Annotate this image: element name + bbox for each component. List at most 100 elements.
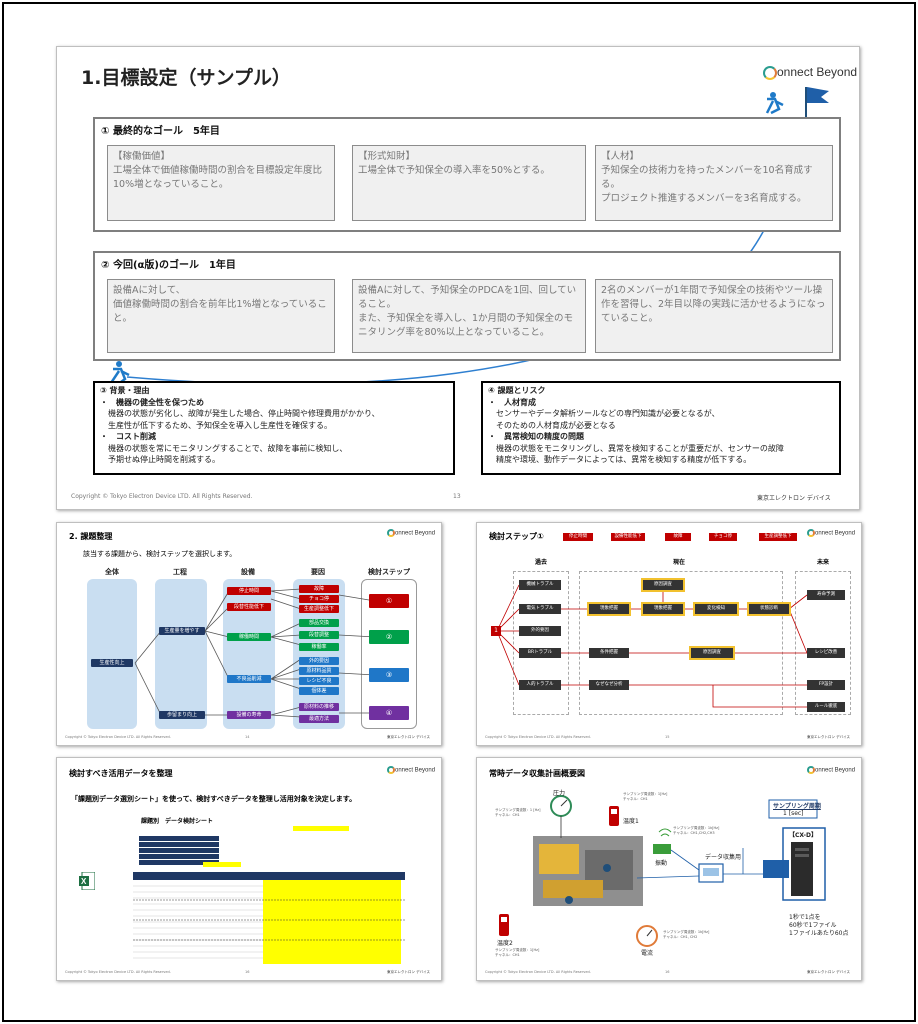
future-node: FP設計 — [807, 680, 845, 690]
page-number: 15 — [665, 735, 670, 739]
spec-text: チャネル：CH1 — [495, 953, 520, 957]
present-node: 条件把握 — [589, 648, 629, 658]
section-present: 現在 — [673, 559, 686, 566]
svg-text:X: X — [81, 877, 87, 886]
node-factor: チョコ停 — [299, 595, 339, 603]
slide-data-organization: 検討すべき活用データを整理 onnect Beyond 「課題別データ選別シート… — [56, 757, 442, 981]
node-process: 生産量を増やす — [159, 627, 205, 635]
step-1: ① — [369, 594, 409, 608]
connect-beyond-logo: onnect Beyond — [387, 766, 435, 774]
node-equipment: 停止時間 — [227, 587, 271, 595]
node-factor: 原材料の推移 — [299, 703, 339, 711]
node-factor: 外的要因 — [299, 657, 339, 665]
page-number: 13 — [453, 493, 461, 500]
company-name: 東京エレクトロン デバイス — [387, 735, 431, 739]
page-number: 14 — [245, 735, 250, 739]
node-overall: 生産性向上 — [91, 659, 133, 667]
spec-text: サンプリング周波数：1k[Hz] — [663, 930, 710, 934]
pressure-label: 圧力 — [553, 790, 566, 797]
server-label: 【CX-D】 — [789, 832, 818, 839]
present-node: 原因調査 — [641, 578, 685, 592]
sheet-title: 課題別 データ検討シート — [141, 818, 214, 825]
bullet-text: 生産性が低下するため、予知保全を導入し生産性を確保する。 — [108, 420, 332, 430]
node-factor: 故障 — [299, 585, 339, 593]
company-name: 東京エレクトロン デバイス — [757, 495, 831, 502]
connect-beyond-logo: onnect Beyond — [807, 529, 855, 537]
slide-title: 1.目標設定（サンプル） — [81, 67, 291, 89]
background-header: ③ 背景・理由 — [100, 386, 150, 395]
slide-title: 2. 課題整理 — [69, 532, 113, 541]
page-number: 16 — [665, 970, 670, 974]
sampling-title: サンプリング周期 — [773, 803, 821, 810]
spec-text: サンプリング周波数：1k[Hz] — [673, 826, 720, 830]
column-header: 要因 — [311, 568, 325, 576]
copyright: Copyright © Tokyo Electron Device LTD. A… — [485, 735, 591, 739]
column-header: 工程 — [173, 568, 187, 576]
past-node: 外的要因 — [519, 626, 561, 636]
temp1-label: 温度1 — [623, 818, 639, 825]
current-goal-panel: ② 今回(α版)のゴール 1年目 設備Aに対して、 価値稼働時間の割合を前年比1… — [93, 251, 841, 361]
slide-title: 検討すべき活用データを整理 — [69, 769, 173, 778]
step-column — [361, 579, 417, 729]
node-process: 歩留まり向上 — [159, 711, 205, 719]
spec-text: サンプリング周波数：1 [Hz] — [495, 808, 541, 812]
connect-beyond-logo: onnect Beyond — [387, 529, 435, 537]
node-factor: 個体差 — [299, 687, 339, 695]
bullet-text: 機器の状態を常にモニタリングすることで、故障を事前に検知し、 — [108, 443, 348, 453]
temp2-label: 温度2 — [497, 940, 513, 947]
issues-risks-box: ④ 課題とリスク ・ 人材育成 センサーやデータ解析ツールなどの専門知識が必要と… — [481, 381, 841, 475]
column-header: 検討ステップ — [368, 568, 410, 576]
copyright: Copyright © Tokyo Electron Device LTD. A… — [65, 970, 171, 974]
node-equipment: 不良品削減 — [227, 675, 271, 683]
page-number: 16 — [245, 970, 250, 974]
slide-title: 常時データ収集計画概要図 — [489, 769, 585, 778]
slide-title: 検討ステップ① — [489, 532, 544, 541]
issue-tag: 停止時間 — [563, 533, 593, 541]
slide-goal-setting: 1.目標設定（サンプル） onnect Beyond ① 最終的なゴール 5年目… — [56, 46, 860, 510]
goal-box: 設備Aに対して、 価値稼働時間の割合を前年比1%増となっていること。 — [107, 279, 335, 353]
bullet-text: 予期せぬ停止時間を削減する。 — [108, 455, 220, 464]
present-node: 原因調査 — [689, 646, 735, 660]
goal-box: 【人材】 予知保全の技術力を持ったメンバーを10名育成する。 プロジェクト推進す… — [595, 145, 833, 221]
issue-tag: 設備性能低下 — [611, 533, 645, 541]
copyright: Copyright © Tokyo Electron Device LTD. A… — [65, 735, 171, 739]
node-equipment: 段替性能低下 — [227, 603, 271, 611]
background-reason-box: ③ 背景・理由 ・ 機器の健全性を保つため 機器の状態が劣化し、故障が発生した場… — [93, 381, 455, 475]
note-line: 1ファイルあたり60点 — [789, 930, 849, 937]
company-name: 東京エレクトロン デバイス — [807, 735, 851, 739]
company-name: 東京エレクトロン デバイス — [807, 970, 851, 974]
bullet: ・ 機器の健全性を保つため — [100, 397, 204, 407]
goal-box: 【稼働価値】 工場全体で価値稼働時間の割合を目標設定年度比10%増となっているこ… — [107, 145, 335, 221]
present-node: なぜなぜ分析 — [589, 680, 629, 690]
present-node: 変化検知 — [693, 602, 739, 616]
current-label: 電流 — [641, 950, 654, 957]
issue-tag: チョコ停 — [709, 533, 737, 541]
present-node: 現象把握 — [587, 602, 631, 616]
plan-diagram — [499, 795, 826, 947]
goal-box: 【形式知財】 工場全体で予知保全の導入率を50%とする。 — [352, 145, 586, 221]
collector-label: データ収集用 — [705, 854, 742, 861]
connect-beyond-logo: onnect Beyond — [807, 766, 855, 774]
past-node: BRトラブル — [519, 648, 561, 658]
final-goal-panel: ① 最終的なゴール 5年目 【稼働価値】 工場全体で価値稼働時間の割合を目標設定… — [93, 117, 841, 232]
final-goal-header: ① 最終的なゴール 5年目 — [101, 126, 220, 137]
spec-text: サンプリング周波数：1[Hz] — [623, 792, 668, 796]
present-node: 現象把握 — [641, 602, 685, 616]
excel-icon: X — [79, 872, 95, 890]
future-area — [795, 571, 851, 715]
spec-text: チャネル：CH1 — [623, 797, 648, 801]
issue-tag: 故障 — [665, 533, 691, 541]
section-past: 過去 — [535, 559, 548, 566]
future-node: 寿命予測 — [807, 590, 845, 600]
node-factor: 部品交換 — [299, 619, 339, 627]
node-equipment: 稼働時間 — [227, 633, 271, 641]
present-node: 状態診断 — [747, 602, 791, 616]
company-name: 東京エレクトロン デバイス — [387, 970, 431, 974]
past-node: 電気トラブル — [519, 604, 561, 614]
column-header: 全体 — [105, 568, 119, 576]
spec-text: チャネル：CH1,CH2,CH3 — [673, 831, 715, 835]
risk-header: ④ 課題とリスク — [488, 386, 546, 395]
sampling-value: 1 [sec] — [783, 810, 804, 817]
step-2: ② — [369, 630, 409, 644]
past-node: 人的トラブル — [519, 680, 561, 690]
